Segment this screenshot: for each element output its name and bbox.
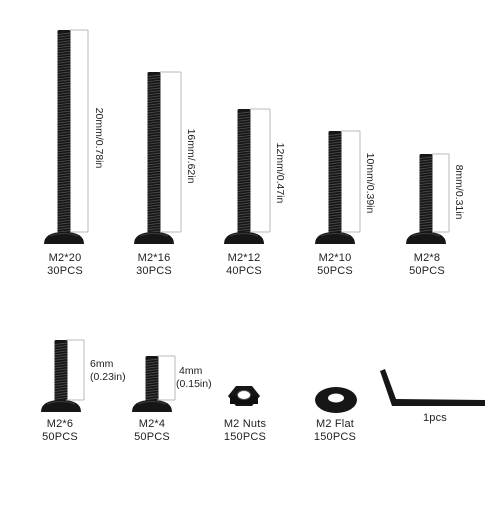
hex-nut-shape xyxy=(228,386,260,406)
screw-label: M2*12 40PCS xyxy=(214,252,274,278)
dimension-line xyxy=(432,153,450,233)
screw-qty: 40PCS xyxy=(226,265,262,277)
dimension-line xyxy=(160,71,182,233)
hex-key-shape xyxy=(380,369,485,406)
length-dimension: 6mm (0.23in) xyxy=(90,358,126,384)
washer-label: M2 Flat 150PCS xyxy=(300,418,370,444)
washer-name: M2 Flat xyxy=(315,418,355,430)
wrench-label: 1pcs xyxy=(410,412,460,425)
screw-head-highlight xyxy=(411,233,441,237)
dimension-line xyxy=(157,355,176,401)
screw-shape xyxy=(315,131,355,244)
nut-name: M2 Nuts xyxy=(223,418,267,430)
screw-qty: 50PCS xyxy=(134,431,170,443)
washer-hole xyxy=(328,393,344,403)
washer-qty: 150PCS xyxy=(313,431,357,443)
length-dimension: 10mm/0.39in xyxy=(364,152,376,214)
screw-label: M2*16 30PCS xyxy=(124,252,184,278)
screw-shape xyxy=(134,72,174,244)
length-dimension: 8mm/0.31in xyxy=(453,164,465,220)
hex-key-body xyxy=(380,369,485,406)
nut-label: M2 Nuts 150PCS xyxy=(205,418,285,444)
screw-name: M2*20 xyxy=(48,252,82,264)
wrench-qty: 1pcs xyxy=(422,412,448,424)
screw-qty: 50PCS xyxy=(317,265,353,277)
screw-label: M2*6 50PCS xyxy=(30,418,90,444)
screw-thread xyxy=(147,74,161,234)
screw-head-highlight xyxy=(229,233,259,237)
screw-shape xyxy=(44,30,84,244)
screw-shape xyxy=(41,340,81,412)
screw-head-highlight xyxy=(49,233,79,237)
screw-name: M2*16 xyxy=(137,252,171,264)
screw-head-highlight xyxy=(139,233,169,237)
length-dimension: 20mm/0.78in xyxy=(93,107,105,169)
screw-qty: 30PCS xyxy=(47,265,83,277)
screw-thread xyxy=(145,358,159,401)
flat-washer-shape xyxy=(315,387,357,413)
dimension-mm: 6mm xyxy=(90,358,114,370)
screw-thread xyxy=(57,32,71,233)
screw-head-highlight xyxy=(137,401,167,405)
screw-thread xyxy=(328,133,342,233)
screw-shaft xyxy=(54,340,68,402)
nut-qty: 150PCS xyxy=(223,431,267,443)
length-dimension: 4mm (0.15in) xyxy=(176,365,212,391)
screw-shaft xyxy=(237,109,251,234)
screw-qty: 30PCS xyxy=(136,265,172,277)
length-dimension: 16mm/.62in xyxy=(185,128,197,184)
screw-name: M2*6 xyxy=(46,418,74,430)
screw-label: M2*10 50PCS xyxy=(305,252,365,278)
screw-name: M2*10 xyxy=(318,252,352,264)
screw-thread xyxy=(237,111,251,234)
screw-label: M2*4 50PCS xyxy=(122,418,182,444)
screw-shape xyxy=(406,154,446,244)
screw-name: M2*8 xyxy=(413,252,441,264)
screw-qty: 50PCS xyxy=(409,265,445,277)
screw-head-highlight xyxy=(320,233,350,237)
screw-qty: 50PCS xyxy=(42,431,78,443)
length-dimension: 12mm/0.47in xyxy=(274,142,286,204)
dimension-line xyxy=(66,339,85,401)
dimension-in: (0.15in) xyxy=(176,378,212,390)
screw-label: M2*20 30PCS xyxy=(35,252,95,278)
dimension-line xyxy=(70,29,89,233)
screw-label: M2*8 50PCS xyxy=(397,252,457,278)
screw-shape xyxy=(224,109,264,244)
dimension-line xyxy=(341,130,361,233)
dimension-mm: 4mm xyxy=(179,365,203,377)
screw-thread xyxy=(419,156,433,232)
screw-name: M2*4 xyxy=(138,418,166,430)
screw-thread xyxy=(54,342,68,400)
screw-head-highlight xyxy=(46,401,76,405)
screw-name: M2*12 xyxy=(227,252,261,264)
dimension-in: (0.23in) xyxy=(90,371,126,383)
screw-shape xyxy=(132,356,172,412)
nut-hole xyxy=(237,390,251,400)
dimension-line xyxy=(250,108,271,233)
